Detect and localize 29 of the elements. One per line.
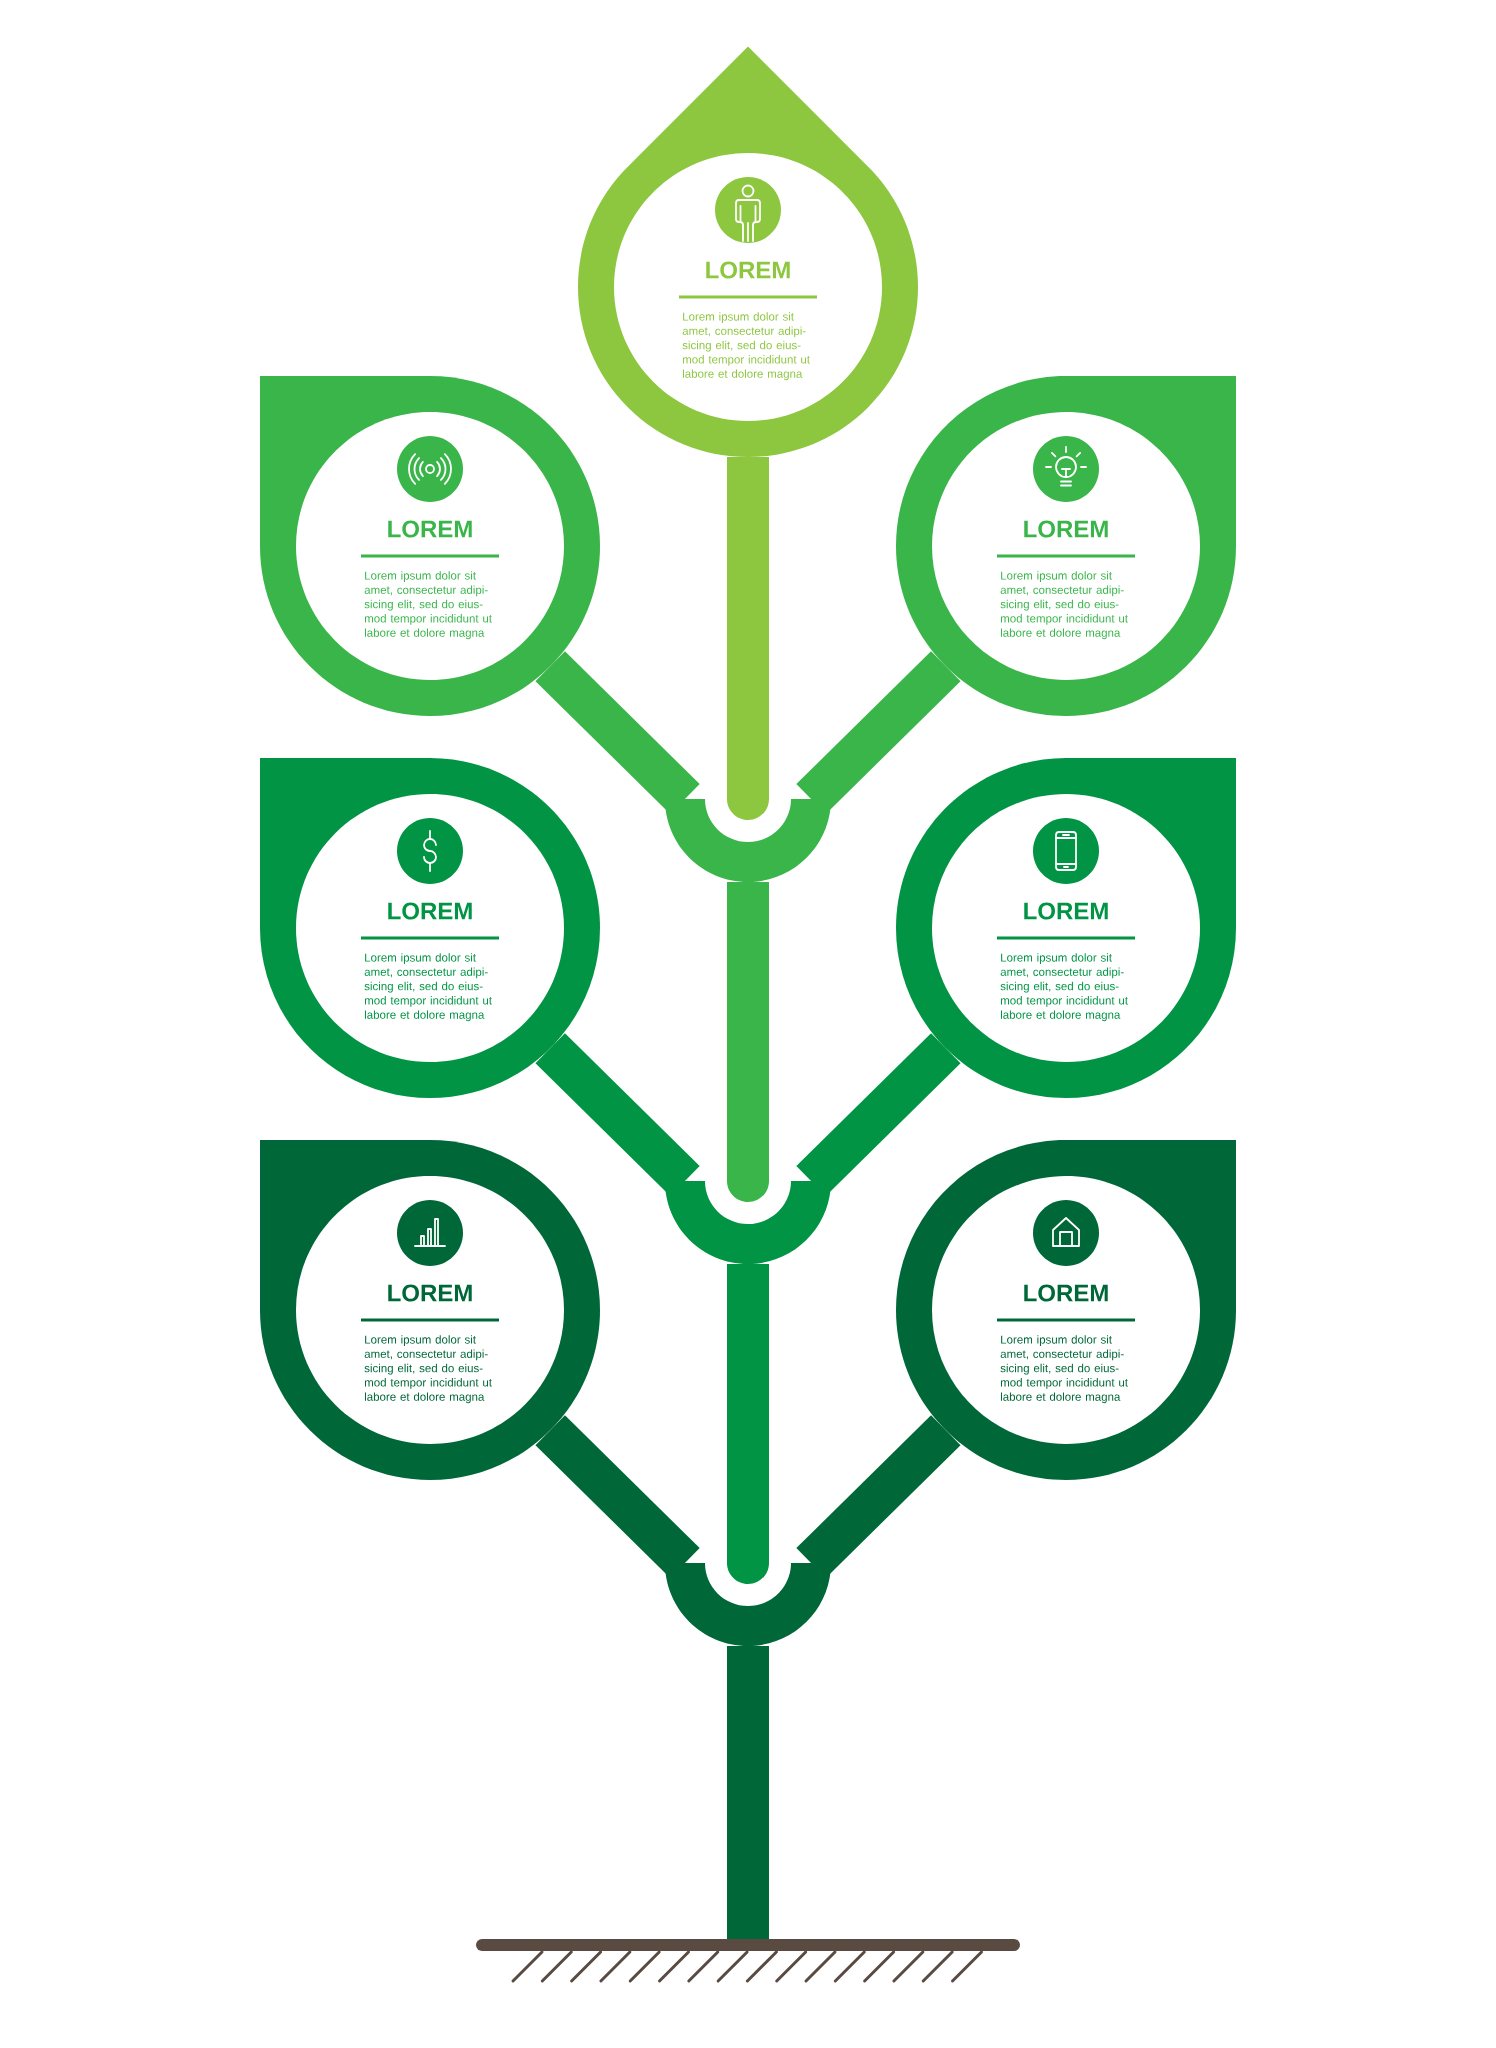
body-text: Lorem ipsum dolor sit amet, consectetur adipi- sicing elit, sed do eius- mod tempor incididunt ut labore et dolore magna (682, 312, 810, 381)
stem (727, 882, 769, 1202)
heading: LOREM (1024, 902, 1108, 920)
stem (727, 1646, 769, 1939)
leaf-shape (896, 758, 1236, 1098)
body-text: Lorem ipsum dolor sit amet, consectetur adipi- sicing elit, sed do eius- mod tempor incididunt ut labore et dolore magna (364, 1335, 492, 1404)
body-text: Lorem ipsum dolor sit amet, consectetur adipi- sicing elit, sed do eius- mod tempor incididunt ut labore et dolore magna (364, 571, 492, 640)
leaf-shape (896, 376, 1236, 716)
stem (727, 457, 769, 820)
heading: LOREM (1024, 520, 1108, 538)
junction-arc (665, 1563, 831, 1646)
leaf-shape (260, 376, 600, 716)
junction-arc (665, 1181, 831, 1264)
heading: LOREM (1024, 1284, 1108, 1302)
body-text: Lorem ipsum dolor sit amet, consectetur adipi- sicing elit, sed do eius- mod tempor incididunt ut labore et dolore magna (364, 953, 492, 1022)
leaf-shape (896, 1140, 1236, 1480)
leaf-shape (578, 46, 918, 457)
ground-symbol (476, 1939, 1020, 1983)
stem (727, 1264, 769, 1584)
heading: LOREM (388, 520, 472, 538)
heading: LOREM (706, 261, 790, 279)
heading: LOREM (388, 1284, 472, 1302)
body-text: Lorem ipsum dolor sit amet, consectetur adipi- sicing elit, sed do eius- mod tempor incididunt ut labore et dolore magna (1000, 953, 1128, 1022)
body-text: Lorem ipsum dolor sit amet, consectetur adipi- sicing elit, sed do eius- mod tempor incididunt ut labore et dolore magna (1000, 1335, 1128, 1404)
heading: LOREM (388, 902, 472, 920)
junction-arc (665, 799, 831, 882)
leaf-shape (260, 758, 600, 1098)
body-text: Lorem ipsum dolor sit amet, consectetur adipi- sicing elit, sed do eius- mod tempor incididunt ut labore et dolore magna (1000, 571, 1128, 640)
leaf-shape (260, 1140, 600, 1480)
